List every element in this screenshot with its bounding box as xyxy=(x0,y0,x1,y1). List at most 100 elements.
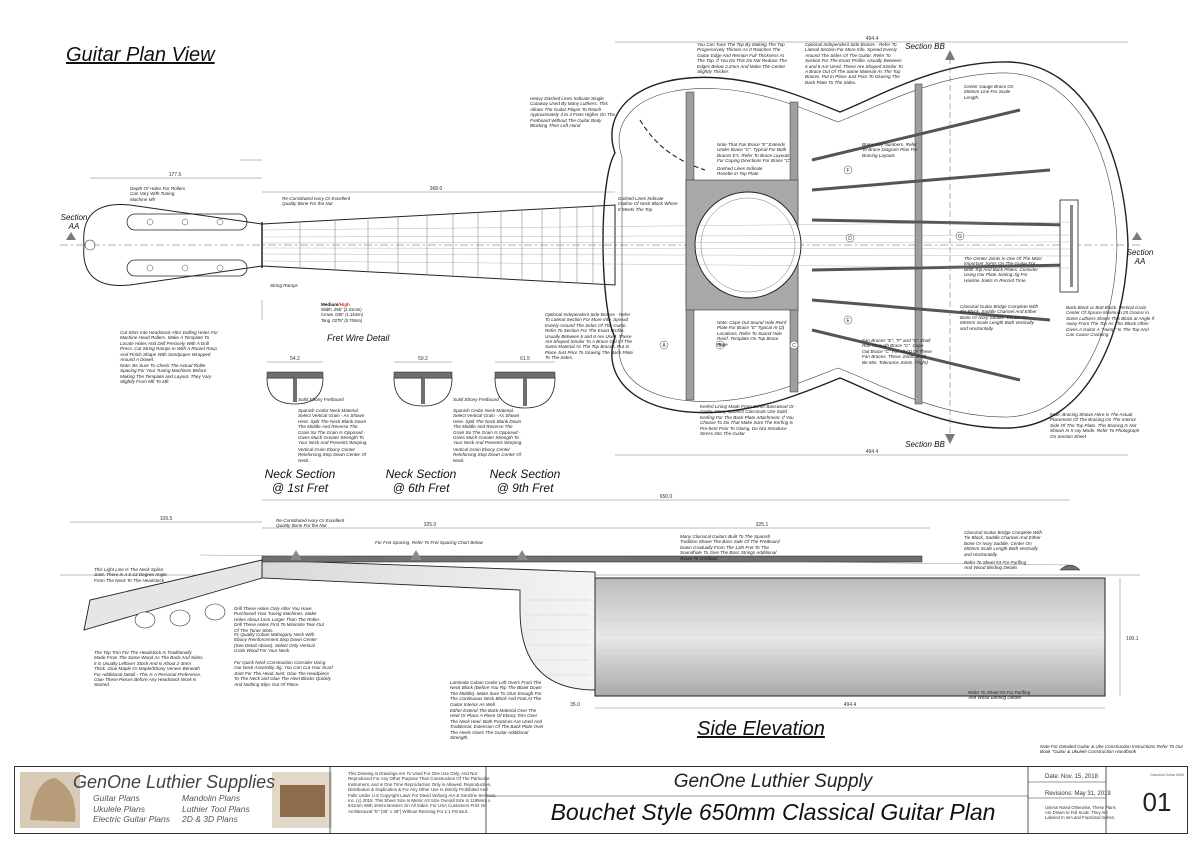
dim-body-top: 494.4 xyxy=(866,36,879,42)
note-neck-vertical-1: Vertical Grain Ebony Center Reinforcing … xyxy=(298,447,367,463)
tuner-rollers xyxy=(146,218,224,272)
brace-key-g: G xyxy=(958,234,962,240)
note-depth: Depth Of Holes For Rollers Can Vary With… xyxy=(130,186,186,202)
note-center-joints: The Center Joints Is One Of The Most Imp… xyxy=(964,256,1042,283)
link-guitar-plans[interactable]: Guitar Plans xyxy=(93,793,140,803)
rosette-inner xyxy=(700,197,796,293)
dim-half-2: 325.1 xyxy=(756,522,769,528)
brace-keys: A B C D E F G xyxy=(659,165,965,350)
fret-wire-tang: Tang .0275" (0.70mm) xyxy=(321,317,363,323)
note-tuners: Cut Slots Into Headstock After Drilling … xyxy=(120,330,218,363)
note-cope: Note: Cope Out Sound Hole Reinf Plate Fo… xyxy=(717,320,787,347)
jig-photo-piece xyxy=(280,785,325,817)
section-aa-right-arrow xyxy=(1132,232,1142,240)
note-laminate: Laminate Cuban Cedar Left Overs From The… xyxy=(450,680,542,707)
plan-revision: Revisions: May 31, 2019 xyxy=(1045,791,1111,797)
note-brace-key: Brace Key Numbers. Refer To Brace Diagra… xyxy=(862,142,918,158)
note-dashed-cutaway: Dashed Lines Indicate Outline Of Neck Bl… xyxy=(618,196,678,212)
note-construction-book: Note For Detailed Guitar & Uke Construct… xyxy=(1040,744,1184,755)
note-heavy-dashed: Heavy Dashed Lines Indicate Single Cutaw… xyxy=(530,96,616,129)
dim-body-bottom: 494.4 xyxy=(866,449,879,455)
note-bone-plan: Re-Constituted Ivory Or Excellent Qualit… xyxy=(282,196,351,207)
note-quality: #1 Quality Cuban Mahogany Neck With Ebon… xyxy=(234,632,317,654)
link-mandolin-plans[interactable]: Mandolin Plans xyxy=(182,793,241,803)
neck-section-9-label: Neck Section @ 9th Fret xyxy=(480,467,570,495)
headstock-side xyxy=(83,559,263,631)
plan-name: Bouchet Style 650mm Classical Guitar Pla… xyxy=(550,799,996,825)
note-fan-braces: Fan Braces "E", "F" and "G" Shall Run Th… xyxy=(862,338,932,365)
dim-head-len: 177.6 xyxy=(169,172,182,178)
brand-name: GenOne Luthier Supplies xyxy=(73,772,276,792)
note-optional-side: Optional Independent Side Braces - Refer… xyxy=(805,42,903,85)
link-luthier-tool-plans[interactable]: Luthier Tool Plans xyxy=(182,803,250,814)
brace-key-d: D xyxy=(848,236,852,242)
dim-neck-6: 59.2 xyxy=(418,356,428,362)
brace-key-c: C xyxy=(792,343,796,349)
side-elevation-title: Side Elevation xyxy=(697,718,825,740)
frets-plan xyxy=(299,206,594,284)
brace-key-f: F xyxy=(846,168,849,174)
neck-section-9: 61.5 xyxy=(494,356,556,409)
neck-section-9-sub: @ 9th Fret xyxy=(496,481,554,495)
note-fan-brace: Note That Fan Brace "E" Extends Under Br… xyxy=(717,142,792,164)
tuner-buttons-side xyxy=(134,603,226,629)
dim-side-head: 109.5 xyxy=(160,516,173,522)
note-dashed-lines: Dashed Lines Indicate Rosette In Top Pla… xyxy=(717,166,763,177)
note-bracing: Note: Bracing Shown Here Is The Actual P… xyxy=(1050,412,1140,439)
neck-section-9-title: Neck Section xyxy=(489,467,561,481)
section-bb-bottom-label: Section BB xyxy=(905,440,945,449)
plan-dimension-lines xyxy=(90,41,1128,456)
dim-nut-12: 368.0 xyxy=(430,186,443,192)
dim-neck-9: 61.5 xyxy=(520,356,530,362)
note-top-brace: You Can Tune The Top By Making The Top P… xyxy=(697,42,787,75)
note-center-gauge: Center Gauge Brace On 650mm Line For Sca… xyxy=(964,84,1014,100)
note-neck-spanish-1: Spanish Cedar Neck Material. Select Vert… xyxy=(298,408,368,446)
harmonic-bar xyxy=(914,83,923,405)
section-bb-top-arrow xyxy=(945,50,955,60)
fret-wire-header: Medium/High xyxy=(321,302,381,307)
fretboard-side xyxy=(261,555,923,563)
neck-section-6-sub: @ 6th Fret xyxy=(392,481,450,495)
fret-wire-detail-title: Fret Wire Detail xyxy=(327,333,390,343)
side-dimension-lines xyxy=(70,499,1121,709)
dim-side-body: 494.4 xyxy=(844,702,857,708)
company-name: GenOne Luthier Supply xyxy=(673,771,873,792)
plan-scale-note: Unless Noted Otherwise, These Plans Are … xyxy=(1045,805,1116,820)
brand-photo-guitar xyxy=(30,778,76,822)
dim-side-scale: 650.0 xyxy=(660,494,673,500)
neck-side xyxy=(261,559,596,691)
heel-hatch xyxy=(525,599,590,676)
note-light-line: This Light Line Is The Neck Splice Joint… xyxy=(94,567,167,583)
cutaway-outline xyxy=(639,119,706,171)
note-bridge-plan: Classical Guitar Bridge Complete With Ti… xyxy=(960,304,1039,331)
brace-key-a: A xyxy=(662,343,666,349)
link-ukulele-plans[interactable]: Ukulele Plans xyxy=(93,803,145,814)
note-back-block: Back Block or Butt Block. Vertical Grain… xyxy=(1066,305,1155,338)
body-purfling xyxy=(618,72,1118,418)
note-kerfed: Kerfed Lining Made From Either Basswood … xyxy=(700,404,794,437)
note-purfling-top: Refer To Sheet #3 For Purfling And Wood … xyxy=(964,560,1027,571)
note-either: Either Extend The Back Material Over The… xyxy=(450,708,544,741)
headstock-outline xyxy=(83,204,263,286)
section-bb-bottom-arrow xyxy=(945,434,955,444)
plan-view-title: Guitar Plan View xyxy=(66,44,215,66)
section-bb-top-label: Section BB xyxy=(905,42,945,51)
body-side xyxy=(594,577,1106,697)
note-fret-spacing: For Fret Spacing, Refer To Fret Spacing … xyxy=(375,540,483,545)
note-many-classical: Many Classical Guitars Built To The Span… xyxy=(680,534,780,561)
title-block: GenOne Luthier Supplies Guitar Plans Uku… xyxy=(14,766,1188,834)
neck-section-6: 59.2 xyxy=(393,356,453,407)
link-electric-guitar-plans[interactable]: Electric Guitar Plans xyxy=(93,814,170,824)
bridge-side xyxy=(1059,564,1081,571)
neck-section-1: 54.2 xyxy=(266,356,324,405)
fret-wire-crown: Crown .045" (1.14mm) xyxy=(321,312,363,318)
headstock-slot-upper xyxy=(126,213,248,231)
side-grain xyxy=(600,589,1100,681)
plan-date: Date: Nov. 15, 2018 xyxy=(1045,774,1098,780)
dim-half-1: 325.0 xyxy=(424,522,437,528)
section-aa-left-arrow xyxy=(66,232,76,240)
link-2d-3d-plans[interactable]: 2D & 3D Plans xyxy=(182,814,238,824)
note-optional-side-2: Optional Independent Side Braces - Refer… xyxy=(545,312,633,361)
fret-wire-width: Width .095" (2.41mm) xyxy=(321,307,362,313)
